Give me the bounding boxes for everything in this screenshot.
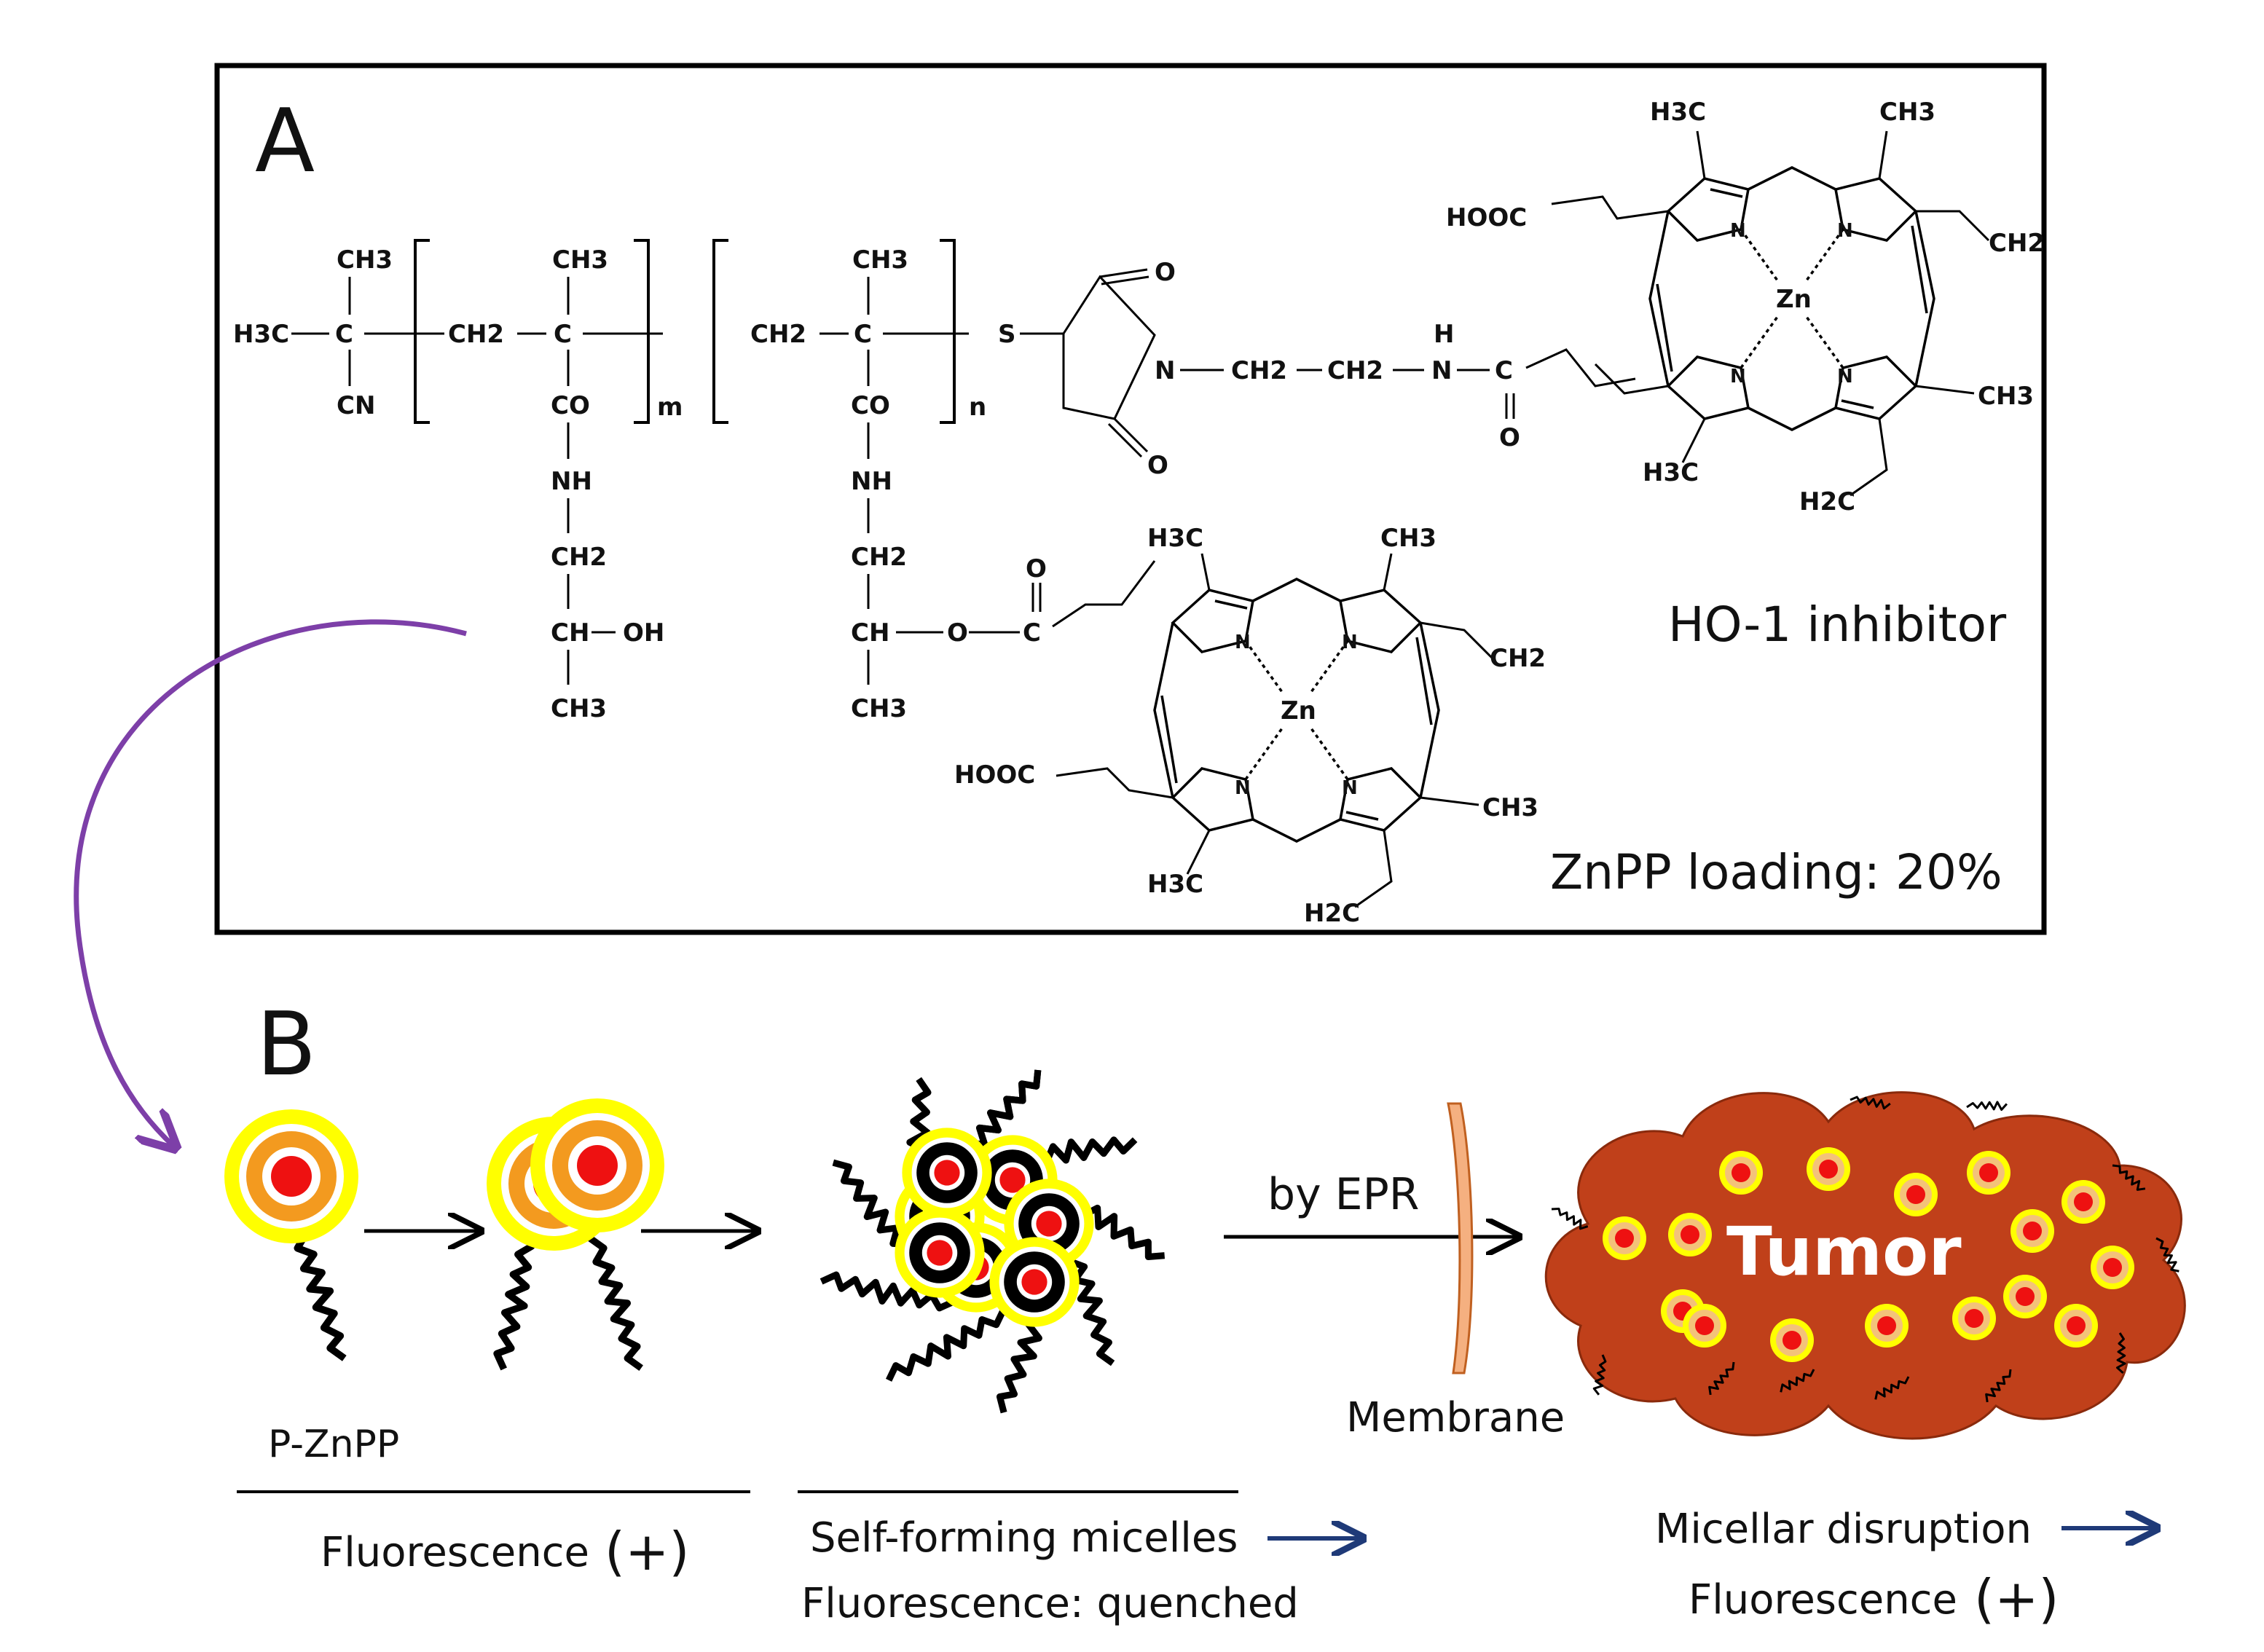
chem-c-n: C — [854, 320, 872, 349]
chem-o-amide: O — [1499, 423, 1520, 452]
chem-c-ester: C — [1023, 618, 1041, 648]
chem-hooc-upper: HOOC — [1446, 203, 1527, 232]
chem-ch2-upper-vinyl: CH2 — [1989, 229, 2045, 258]
loading-label: ZnPP loading: 20% — [1550, 844, 2002, 900]
membrane-label: Membrane — [1346, 1394, 1565, 1441]
tumor-label: Tumor — [1726, 1213, 1962, 1291]
chem-o-imide-bottom: O — [1147, 451, 1168, 480]
membrane — [1447, 1102, 1474, 1374]
chem-ch3-upper-1: CH3 — [1879, 98, 1935, 127]
chem-ch2-side-n: CH2 — [851, 543, 907, 572]
chem-h3c-upper-2: H3C — [1643, 458, 1699, 487]
micelle-label-1: Self-forming micelles — [810, 1514, 1238, 1562]
p-znpp-monomer — [224, 1109, 358, 1358]
chem-n-imide: N — [1155, 356, 1175, 385]
chem-h2c-lower: H2C — [1304, 899, 1360, 928]
chem-ch2-lower-vinyl: CH2 — [1490, 644, 1546, 673]
chem-ch-n: CH — [851, 618, 889, 648]
chem-s: S — [998, 320, 1016, 349]
chem-cn: CN — [337, 391, 375, 420]
chem-ch2-link-1: CH2 — [1231, 356, 1287, 385]
chem-ch2-side-m: CH2 — [551, 543, 607, 572]
p-znpp-dimer — [460, 1098, 664, 1369]
chem-n-upper-4: N — [1837, 366, 1853, 388]
chem-n-upper-1: N — [1730, 220, 1746, 242]
chem-ch2-n: CH2 — [750, 320, 806, 349]
chem-ch3-bottom-m: CH3 — [551, 694, 607, 723]
chem-sub-n: n — [969, 393, 986, 422]
chem-ch3-lower-2: CH3 — [1482, 793, 1538, 822]
chem-h3c-end: H3C — [233, 320, 289, 349]
fluorescence-plus-label-2: Fluorescence — [1689, 1576, 1957, 1624]
chem-o-ester: O — [947, 618, 968, 648]
porphyrin-upper: Zn N N N N H3C CH3 HOOC CH2 CH3 H3C H2C — [1446, 98, 2045, 516]
chem-c1: C — [335, 320, 353, 349]
chem-ch3-top-m: CH3 — [552, 245, 608, 275]
chem-o-ester-dbl: O — [1026, 554, 1047, 583]
chem-nh-n: NH — [851, 467, 892, 496]
p-znpp-label: P-ZnPP — [268, 1423, 399, 1466]
panel-a-frame — [214, 63, 2047, 935]
inhibitor-label: HO-1 inhibitor — [1668, 597, 2007, 653]
chem-n-lower-1: N — [1235, 632, 1251, 653]
chem-n-upper-2: N — [1837, 220, 1853, 242]
chem-ch3-upper-2: CH3 — [1978, 382, 2034, 411]
chem-nh-m: NH — [551, 467, 592, 496]
polymer-backbone: H3C C CH3 CN CH2 C CH3 m CO NH CH2 CH OH… — [233, 239, 1636, 723]
micelle — [822, 1070, 1165, 1412]
chem-o-imide-top: O — [1155, 258, 1176, 287]
purple-curve-arrow — [74, 619, 467, 1147]
chem-c-amide: C — [1495, 356, 1513, 385]
chem-sub-m: m — [657, 393, 683, 422]
chem-co-n: CO — [851, 391, 890, 420]
chem-h-amide: H — [1434, 320, 1454, 349]
chem-ch3-bottom-n: CH3 — [851, 694, 907, 723]
chem-hooc-lower: HOOC — [954, 760, 1035, 790]
plus-sign-1: (+) — [605, 1521, 690, 1582]
chem-n-upper-3: N — [1730, 366, 1746, 388]
chem-h2c-upper: H2C — [1799, 487, 1855, 516]
fluorescence-plus-label-1: Fluorescence — [321, 1529, 589, 1576]
panel-a-letter: A — [255, 91, 315, 192]
plus-sign-2: (+) — [1974, 1568, 2059, 1629]
chem-ch-m: CH — [551, 618, 589, 648]
chem-h3c-upper-1: H3C — [1650, 98, 1706, 127]
chem-n-lower-2: N — [1342, 632, 1358, 653]
chem-zn-lower: Zn — [1281, 696, 1316, 725]
chem-co-m: CO — [551, 391, 590, 420]
chem-zn-upper: Zn — [1776, 285, 1812, 314]
micelle-label-2: Fluorescence: quenched — [801, 1580, 1299, 1627]
porphyrin-lower: Zn N N N N H3C CH3 CH2 HOOC CH3 H3C H2C — [954, 524, 1546, 928]
chem-ch2-link-2: CH2 — [1327, 356, 1383, 385]
chem-n-amide: N — [1431, 356, 1452, 385]
chem-c-m: C — [554, 320, 572, 349]
chem-h3c-lower-1: H3C — [1147, 524, 1203, 553]
panel-b-letter: B — [256, 994, 316, 1096]
epr-label: by EPR — [1267, 1169, 1419, 1220]
chem-ch3-top-1: CH3 — [337, 245, 393, 275]
disruption-label: Micellar disruption — [1655, 1506, 2032, 1553]
chem-n-lower-3: N — [1235, 777, 1251, 799]
chem-h3c-lower-2: H3C — [1147, 870, 1203, 899]
tumor: Tumor — [1544, 1084, 2186, 1440]
chem-ch3-top-n: CH3 — [852, 245, 908, 275]
chem-ch2-m: CH2 — [448, 320, 504, 349]
chem-ch3-lower-1: CH3 — [1380, 524, 1436, 553]
chem-oh: OH — [623, 618, 664, 648]
chem-n-lower-4: N — [1342, 777, 1358, 799]
